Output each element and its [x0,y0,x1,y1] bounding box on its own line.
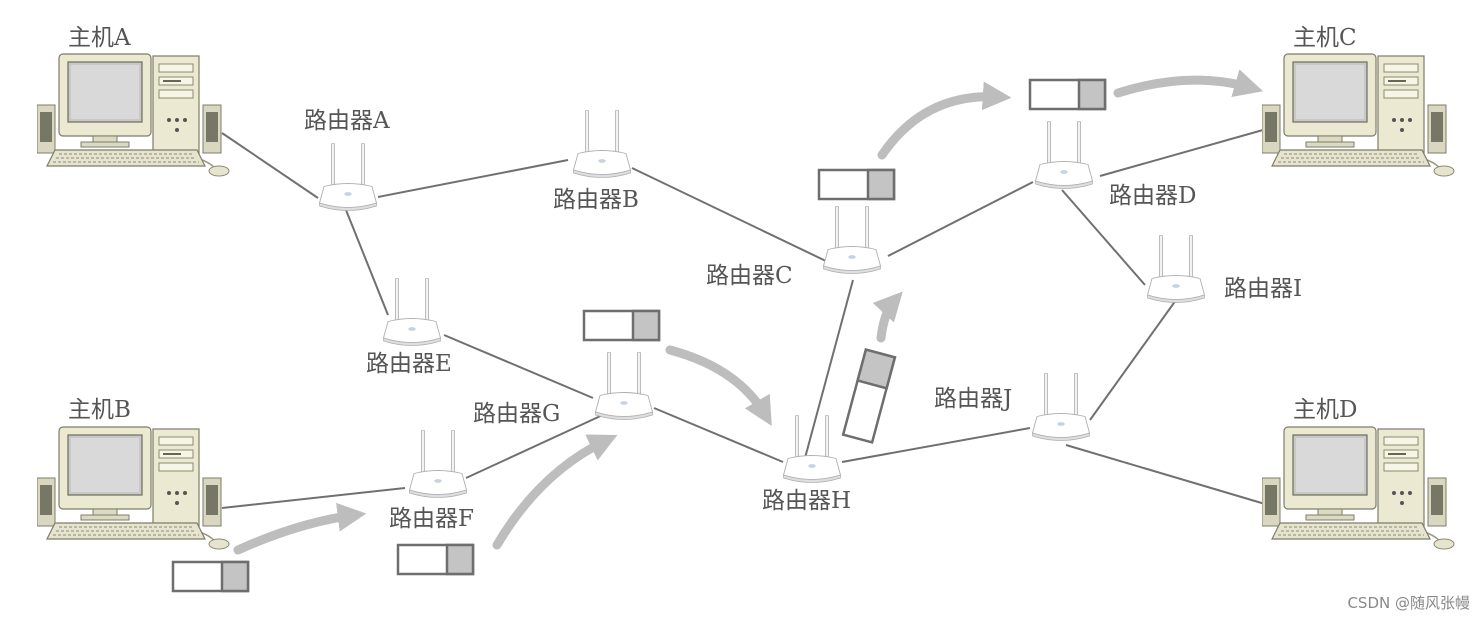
router-h-label: 路由器H [762,488,852,514]
desktop-computer-icon [37,426,230,550]
link-router-d-host-c [1099,127,1271,177]
packet-icon [1028,78,1107,111]
network-links [221,127,1271,509]
desktop-computer-icon [37,53,230,177]
router-d-label: 路由器D [1109,183,1197,209]
flow-arrow [492,434,618,550]
router-e-label: 路由器E [366,351,452,377]
wifi-router-icon [1146,235,1206,304]
link-host-a-router-a [221,132,319,199]
host-d-label: 主机D [1293,397,1358,423]
packets [171,78,1107,593]
flow-arrow [1113,69,1264,98]
link-router-c-router-d [887,181,1034,257]
desktop-computer-icon [1262,426,1455,550]
link-router-d-router-i [1061,189,1146,286]
wifi-router-icon [408,430,468,499]
wifi-router-icon [822,206,882,275]
link-host-b-router-f [221,487,406,509]
router-i-label: 路由器I [1224,276,1303,302]
link-router-h-router-c [804,279,854,459]
packet-icon [817,168,896,201]
router-c-label: 路由器C [706,263,793,289]
host-b-label: 主机B [68,397,131,423]
link-router-i-router-j [1089,299,1177,421]
wifi-router-icon [782,415,842,484]
link-router-a-router-e [345,209,389,316]
link-router-g-router-h [653,407,784,463]
flow-arrow [877,81,1012,160]
wifi-router-icon [1034,121,1094,190]
router-b-label: 路由器B [553,187,639,213]
router-j-label: 路由器J [934,386,1013,412]
link-router-f-router-g [465,412,608,479]
flow-arrow [872,291,903,343]
wifi-router-icon [1031,373,1091,442]
packet-icon [841,348,897,444]
link-router-j-host-d [1065,444,1266,505]
packet-flow-arrows [233,69,1264,555]
host-c-label: 主机C [1293,25,1357,51]
wifi-router-icon [382,278,442,347]
link-router-h-router-j [841,427,1031,463]
wifi-router-icon [572,110,632,179]
link-router-b-router-c [631,167,829,263]
packet-icon [396,543,475,576]
link-router-a-router-b [377,159,569,198]
routers [318,110,1206,499]
flow-arrow [233,502,367,555]
wifi-router-icon [318,143,378,212]
packet-icon [171,560,250,593]
watermark: CSDN @随风张幔 [1347,594,1470,612]
router-g-label: 路由器G [473,401,561,427]
desktop-computer-icon [1262,53,1455,177]
router-f-label: 路由器F [389,506,474,532]
link-router-e-router-g [443,334,594,399]
packet-icon [582,309,661,342]
wifi-router-icon [594,352,654,421]
flow-arrow [665,345,772,426]
host-a-label: 主机A [68,25,131,51]
router-a-label: 路由器A [304,108,390,134]
